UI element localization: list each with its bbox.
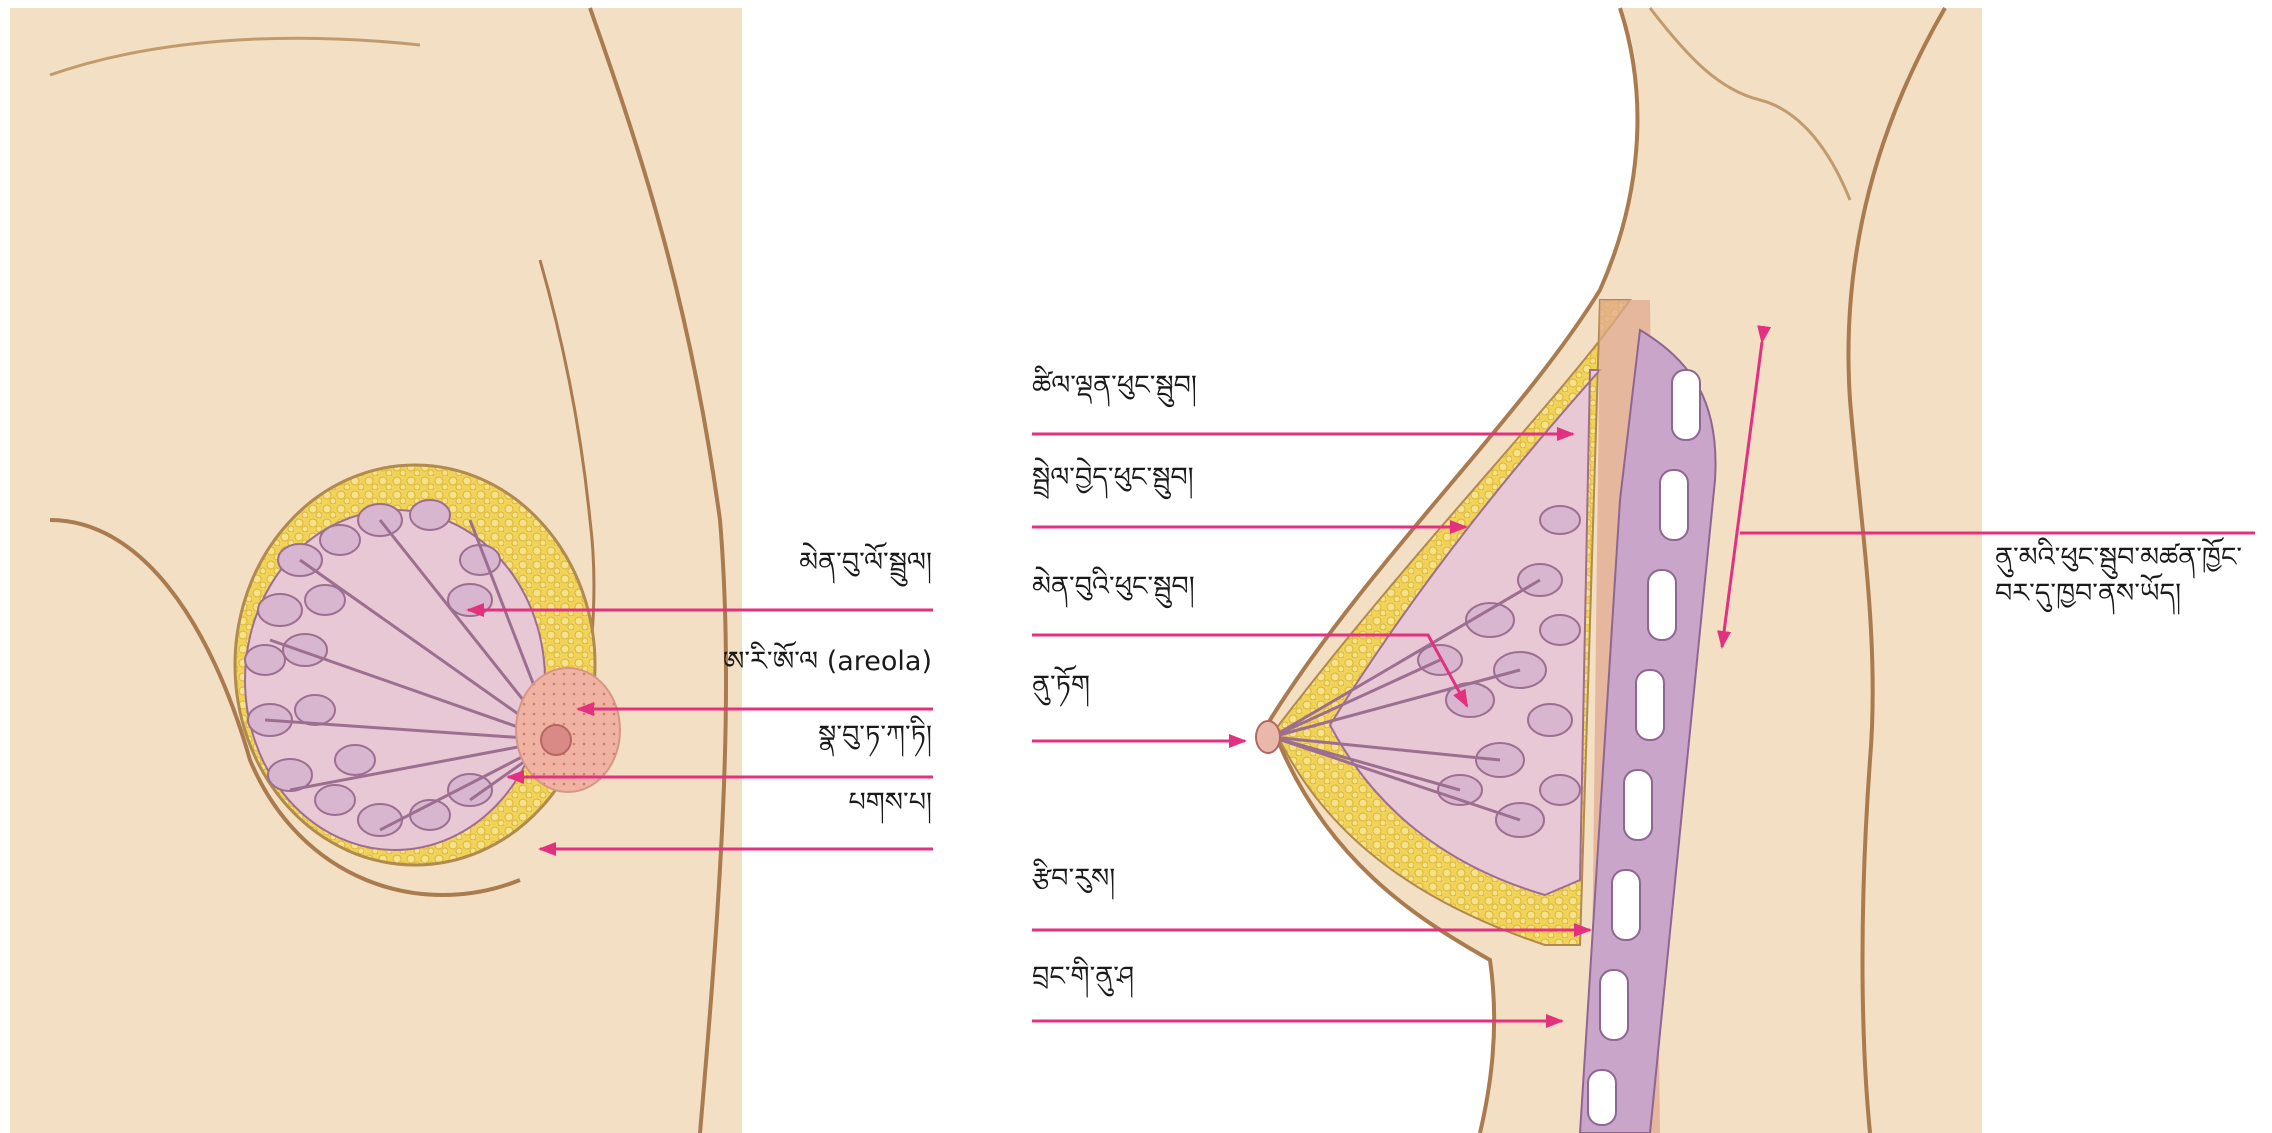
label-side-glandular: སྦྲེལ་བྱེད་ཕུང་སྦུབ། bbox=[1032, 462, 1194, 494]
label-front-areola: ཨ་རི་ཨོ་ལ (areola) bbox=[723, 646, 932, 678]
label-side-connective: ཚིལ་ལྡན་ཕུང་སྦུབ། bbox=[1032, 370, 1197, 402]
label-front-ducts: སྣ་བུ་ཏ་ཀ་ཏི། bbox=[818, 720, 932, 752]
label-side-nipple: ནུ་ཏོག bbox=[1032, 670, 1090, 702]
label-front-lobules: མེན་བུ་ལོ་སྦྲུལ། bbox=[799, 547, 932, 579]
label-side-chest-muscle: བྲང་གི་ནུ་ཤ bbox=[1032, 961, 1134, 993]
label-side-milk-gland: མེན་བུའི་ཕུང་སྦུབ། bbox=[1032, 571, 1195, 603]
front-view-panel bbox=[10, 8, 933, 1133]
side-nipple bbox=[1256, 721, 1280, 753]
label-front-fat: པགས་པ། bbox=[848, 787, 932, 819]
label-side-range: ནུ་མའི་ཕུང་སྦུབ་མཚན་ཁྱོང་བར་དུ་ཁྱབ་ནས་ཡོ… bbox=[1995, 540, 2272, 613]
front-nipple bbox=[541, 725, 571, 755]
label-side-rib: རྩིབ་རུས། bbox=[1032, 863, 1115, 895]
